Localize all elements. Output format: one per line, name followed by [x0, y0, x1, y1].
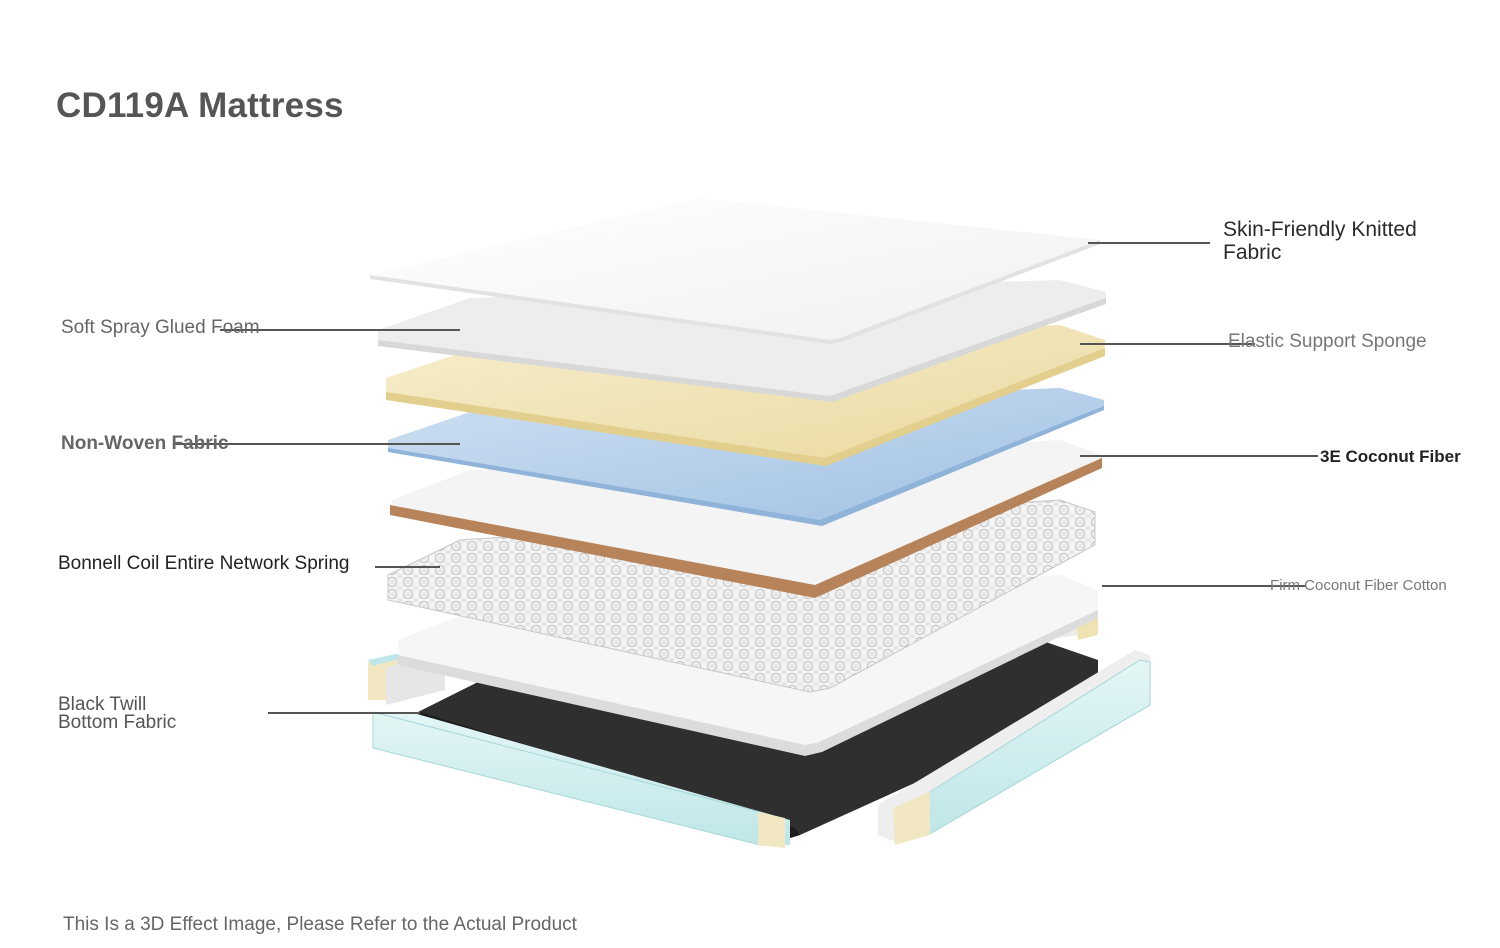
label-bonnell-coil-entire-network-spring: Bonnell Coil Entire Network Spring — [58, 553, 350, 574]
label-skin-friendly-knitted-fabric: Skin-Friendly Knitted Fabric — [1223, 218, 1417, 264]
frame-front-left-rail — [372, 711, 790, 848]
skin-friendly-knitted-fabric-layer — [370, 198, 1100, 344]
label-3e-coconut-fiber: 3E Coconut Fiber — [1320, 447, 1461, 466]
label-line: Fabric — [1223, 241, 1282, 264]
label-firm-coconut-fiber-cotton: Firm Coconut Fiber Cotton — [1270, 577, 1447, 594]
label-line: Black Twill — [58, 694, 147, 715]
label-soft-spray-glued-foam: Soft Spray Glued Foam — [61, 317, 260, 338]
page-title: CD119A Mattress — [56, 86, 344, 125]
disclaimer-footnote: This Is a 3D Effect Image, Please Refer … — [63, 914, 577, 935]
label-line: Skin-Friendly Knitted — [1223, 218, 1417, 241]
frame-front-right-rail — [878, 650, 1151, 845]
label-black-twill-bottom-fabric: Black Twill Bottom Fabric — [58, 694, 177, 733]
label-non-woven-fabric: Non-Woven Fabric — [61, 433, 229, 454]
label-elastic-support-sponge: Elastic Support Sponge — [1228, 331, 1427, 352]
label-line: Bottom Fabric — [58, 712, 177, 733]
leader-lines — [175, 242, 1318, 714]
